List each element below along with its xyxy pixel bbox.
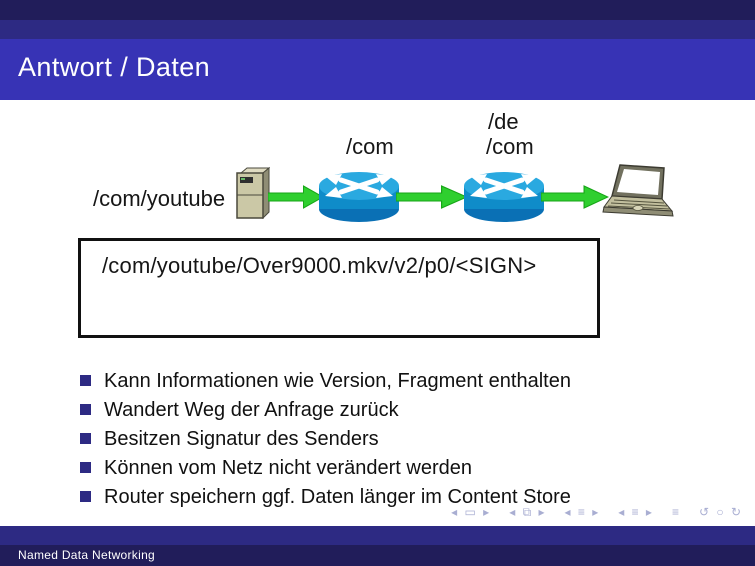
slide-title: Antwort / Daten — [18, 52, 211, 82]
bullet-square-icon — [80, 404, 91, 415]
nav-symbol-group[interactable]: ≡ — [671, 505, 681, 519]
nav-symbol-group[interactable]: ↺ ○ ↻ — [698, 505, 743, 519]
packet-name-text: /com/youtube/Over9000.mkv/v2/p0/<SIGN> — [102, 253, 537, 278]
header-band-dark — [0, 0, 755, 20]
footer-text: Named Data Networking — [18, 548, 156, 562]
header-band-mid — [0, 20, 755, 39]
bullet-text: Besitzen Signatur des Senders — [104, 428, 379, 450]
bullet-square-icon — [80, 491, 91, 502]
packet-name-box: /com/youtube/Over9000.mkv/v2/p0/<SIGN> — [78, 238, 600, 338]
nav-symbol-group[interactable]: ◂ ▭ ▸ — [451, 505, 492, 519]
footer-band-dark: Named Data Networking — [0, 545, 755, 566]
laptop-icon — [602, 164, 674, 217]
source-name-label: /com/youtube — [93, 186, 226, 211]
bullet-text: Wandert Weg der Anfrage zurück — [104, 399, 399, 421]
bullet-square-icon — [80, 433, 91, 444]
arrow-right-icon — [396, 185, 468, 209]
router1-name-label: /com — [346, 134, 394, 159]
nav-symbol-group[interactable]: ◂ ⧉ ▸ — [509, 505, 547, 519]
router2-name-label-bottom: /com — [486, 134, 534, 159]
footer-band-mid — [0, 526, 755, 545]
arrow-right-icon — [268, 185, 324, 209]
list-item: Router speichern ggf. Daten länger im Co… — [80, 485, 680, 514]
bullet-text: Router speichern ggf. Daten länger im Co… — [104, 486, 571, 508]
list-item: Wandert Weg der Anfrage zurück — [80, 398, 680, 427]
bullet-list: Kann Informationen wie Version, Fragment… — [80, 369, 680, 514]
bullet-text: Können vom Netz nicht verändert werden — [104, 457, 472, 479]
list-item: Besitzen Signatur des Senders — [80, 427, 680, 456]
router-icon — [464, 172, 544, 222]
list-item: Können vom Netz nicht verändert werden — [80, 456, 680, 485]
router2-name-label-top: /de — [488, 109, 519, 134]
server-icon — [236, 166, 270, 219]
bullet-text: Kann Informationen wie Version, Fragment… — [104, 370, 571, 392]
arrow-right-icon — [541, 185, 609, 209]
list-item: Kann Informationen wie Version, Fragment… — [80, 369, 680, 398]
bullet-square-icon — [80, 375, 91, 386]
title-bar: Antwort / Daten — [0, 39, 755, 100]
beamer-navigation: ◂ ▭ ▸ ◂ ⧉ ▸ ◂ ≡ ▸ ◂ ≡ ▸ ≡ ↺ ○ ↻ — [451, 505, 743, 520]
nav-symbol-group[interactable]: ◂ ≡ ▸ — [618, 505, 654, 519]
router-icon — [319, 172, 399, 222]
nav-symbol-group[interactable]: ◂ ≡ ▸ — [564, 505, 601, 519]
bullet-square-icon — [80, 462, 91, 473]
